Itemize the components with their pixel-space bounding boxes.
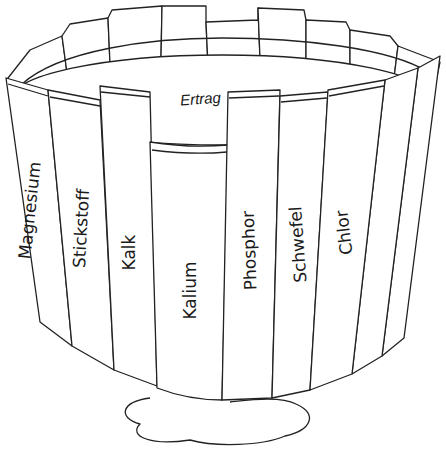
stave-label: Kalium (182, 261, 199, 319)
front-staves (6, 56, 440, 400)
stave-label: Kalk (122, 234, 139, 270)
stave-label: Stickstoff (71, 188, 92, 268)
stave-label: Chlor (333, 209, 355, 256)
stave-label: Schwefel (287, 205, 309, 282)
stave-label: Phosphor (240, 210, 260, 290)
yield-label: Ertrag (179, 89, 221, 107)
stave-rims (8, 84, 384, 153)
puddle (125, 398, 309, 445)
